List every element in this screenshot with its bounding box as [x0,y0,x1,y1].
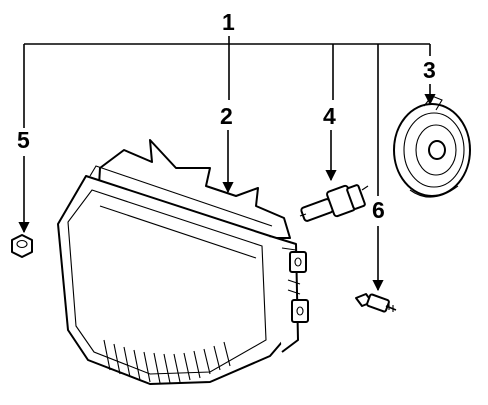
bulb-cover-cap-part [393,95,471,198]
callout-1-leaders [23,36,431,196]
callout-4-label: 4 [323,103,336,129]
callout-6-label: 6 [372,197,385,223]
mounting-nut-part [11,234,33,258]
headlamp-assembly-part [57,139,309,385]
callout-5-label: 5 [17,127,30,153]
lens-hatching [103,339,231,384]
adjusting-screw-part [355,293,397,313]
callout-3-label: 3 [423,57,436,83]
callout-1-label: 1 [222,9,235,35]
callout-2-label: 2 [220,103,233,129]
halogen-bulb-part [299,184,369,222]
